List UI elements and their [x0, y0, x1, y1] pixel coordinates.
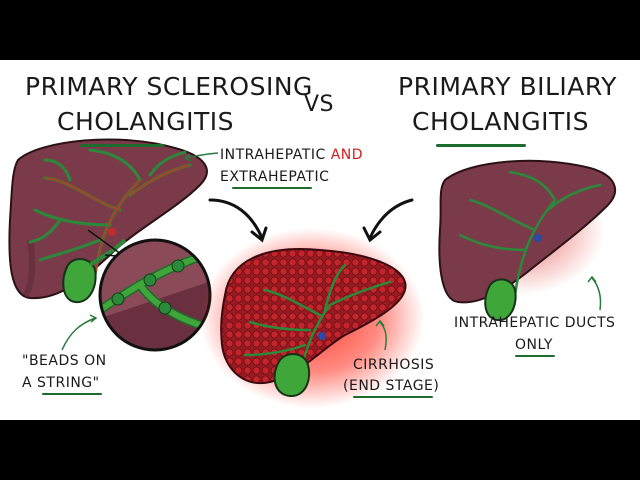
cirrhosis-paren-open: (	[343, 378, 349, 394]
pointer-cirrhosis	[375, 319, 387, 351]
pointer-beads	[61, 314, 98, 351]
intrahepatic-text: INTRAHEPATIC	[220, 147, 331, 163]
psc-title-line2: CHOLANGITIS	[57, 107, 234, 136]
psc-title-underline	[80, 144, 164, 147]
beads-label-line1: "BEADS ON	[22, 353, 107, 369]
diagram-canvas: PRIMARY SCLEROSING CHOLANGITIS VS PRIMAR…	[0, 60, 640, 420]
pointer-pbc	[587, 275, 602, 311]
end-stage-underline	[353, 396, 433, 398]
cirrhosis-label-line2: (END STAGE)	[343, 377, 439, 395]
psc-liver-icon	[8, 138, 208, 304]
beads-string-text: STRING	[37, 375, 93, 391]
pbc-title-line2: CHOLANGITIS	[412, 107, 589, 136]
pbc-label-line2: ONLY	[515, 337, 553, 353]
vs-label: VS	[304, 92, 335, 117]
pbc-title-underline	[436, 144, 526, 147]
and-text: AND	[330, 147, 364, 163]
pbc-liver-icon	[435, 159, 617, 322]
extrahepatic-label: EXTRAHEPATIC	[220, 169, 330, 185]
cirrhosis-paren-close: )	[433, 378, 440, 394]
cirrhotic-liver-icon	[200, 228, 424, 408]
pointer-intrahepatic	[183, 152, 219, 162]
magnifier-icon	[98, 238, 212, 352]
arrow-to-center-right	[362, 198, 414, 243]
pbc-label-line1: INTRAHEPATIC DUCTS	[454, 315, 616, 331]
diagram-illustrations	[8, 138, 617, 408]
only-underline	[515, 355, 555, 357]
beads-label-line2: A STRING"	[22, 374, 100, 392]
beads-quote-text: "	[92, 375, 100, 391]
extrahepatic-underline	[232, 187, 312, 189]
arrow-to-center-left	[208, 198, 268, 243]
intrahepatic-and-label: INTRAHEPATIC AND	[220, 146, 363, 164]
end-stage-text: END STAGE	[348, 378, 434, 394]
psc-title-line1: PRIMARY SCLEROSING	[25, 72, 313, 101]
string-underline	[42, 393, 102, 395]
cirrhosis-label-line1: CIRRHOSIS	[353, 357, 435, 373]
pbc-title-line1: PRIMARY BILIARY	[398, 72, 617, 101]
beads-a-text: A	[22, 375, 38, 391]
